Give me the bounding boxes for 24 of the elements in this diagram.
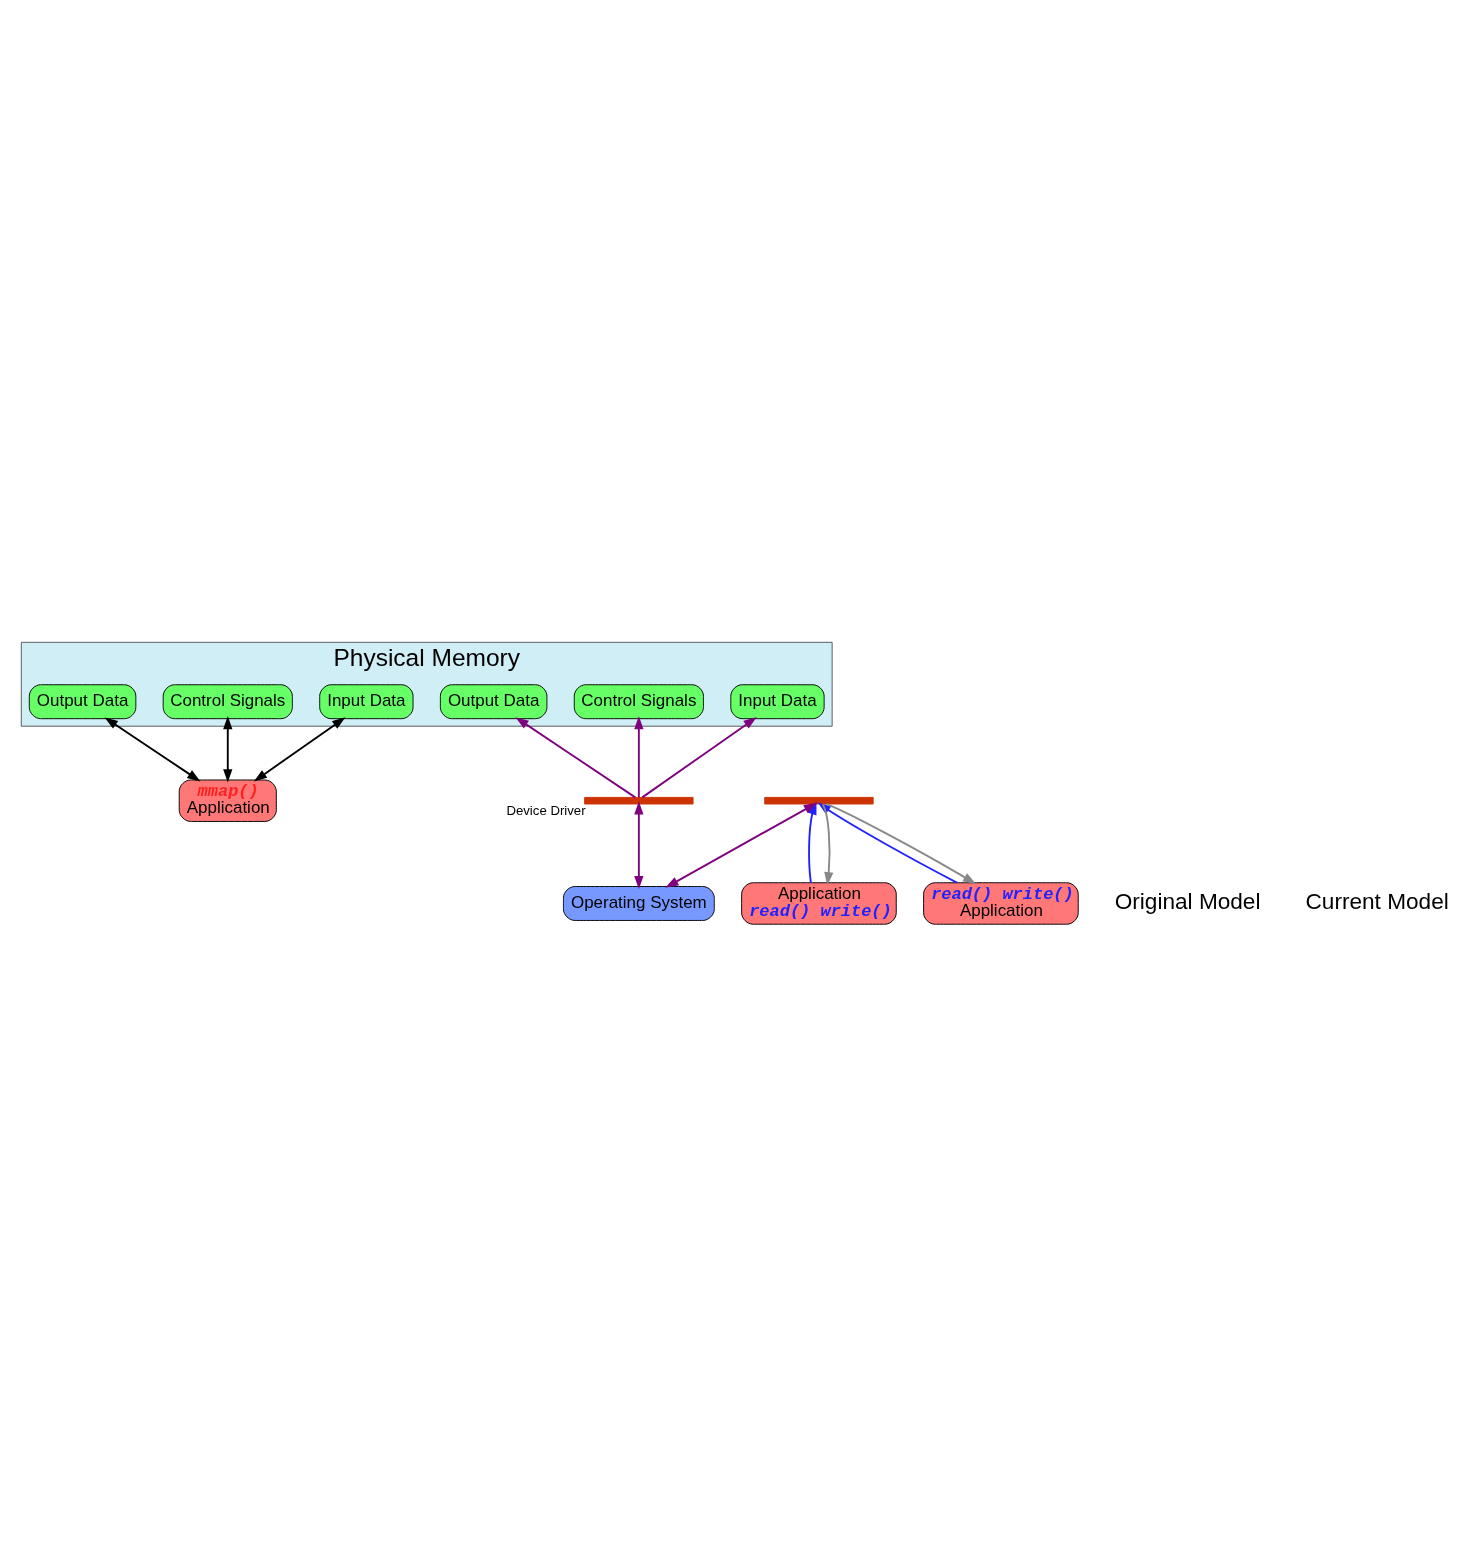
arrow [223,716,233,783]
node-box: Input Data [730,684,825,720]
node-box: Application read() write() [741,882,897,925]
arrow [825,803,977,885]
node-box: mmap() Application [178,779,277,822]
node-box: Output Data [439,684,548,720]
node-label: Device Driver [506,802,586,818]
label: Current Model [1305,889,1449,915]
label: Original Model [1114,889,1261,915]
arrow [634,715,644,799]
node-box: Control Signals [162,684,293,720]
arrow [104,717,201,782]
node-box: Control Signals [573,684,704,720]
node-box: Input Data [319,684,414,720]
node-box: read() write() Application [923,882,1079,925]
node-wave [584,796,694,805]
arrow [641,717,757,799]
arrow [634,801,644,890]
arrow [821,803,834,886]
node-box: Output Data [28,684,137,720]
node-box: Operating System [562,886,715,921]
arrow [253,717,346,782]
arrow [515,717,637,799]
node-wave [764,796,874,805]
